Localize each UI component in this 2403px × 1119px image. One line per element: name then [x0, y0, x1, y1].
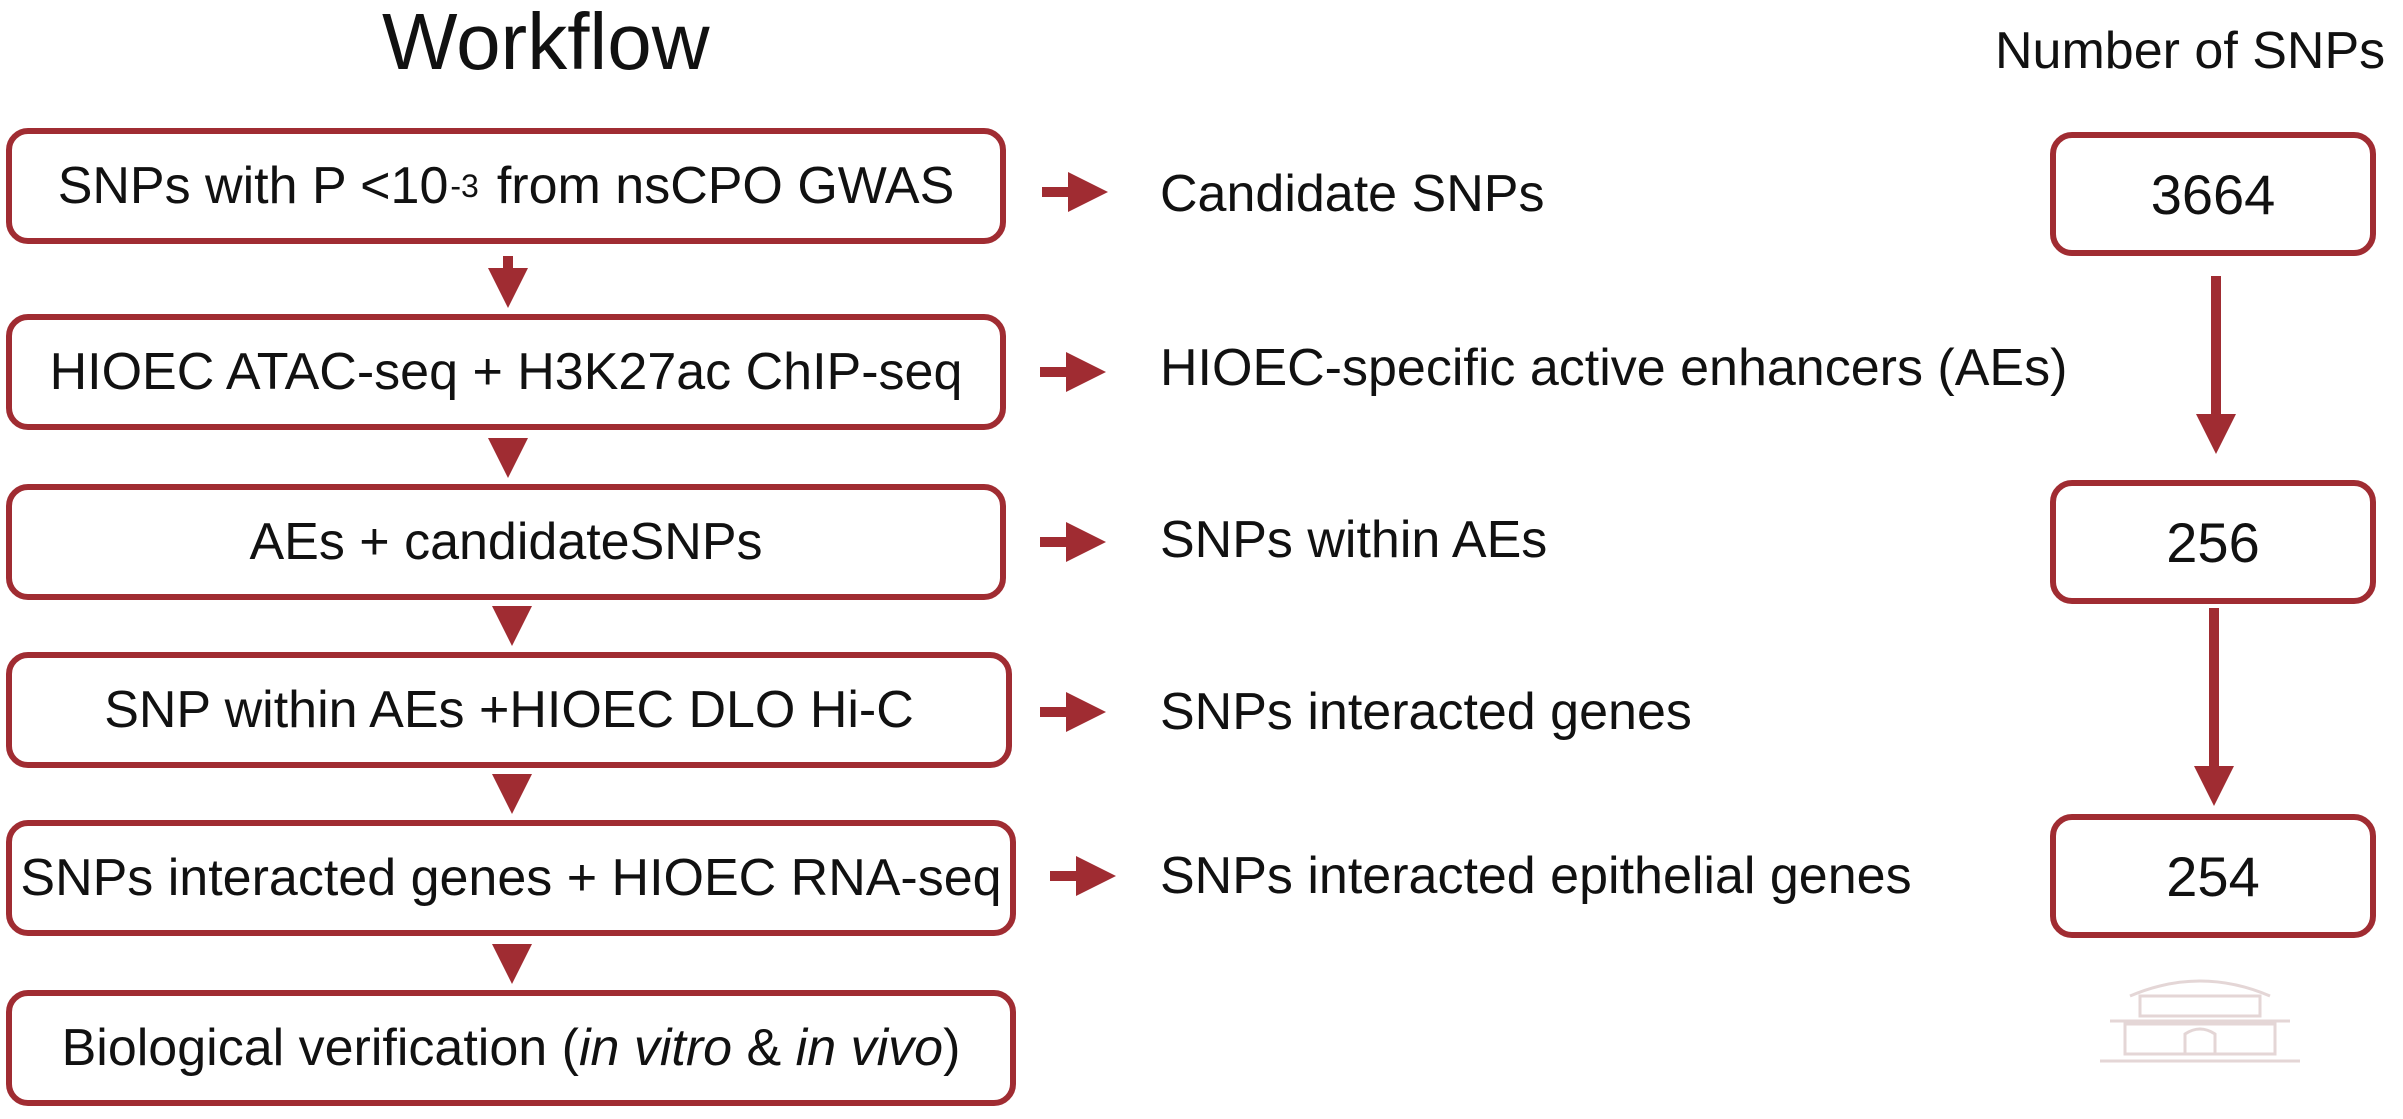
count-value-candidate: 3664 — [2150, 162, 2276, 226]
step-6-mid: & — [732, 1019, 796, 1077]
step-4-label: SNP within AEs +HIOEC DLO Hi-C — [104, 681, 914, 739]
step-6-in-vitro: in vitro — [578, 1019, 733, 1077]
count-header: Number of SNPs — [1995, 22, 2386, 80]
step-5-label: SNPs interacted genes + HIOEC RNA-seq — [20, 849, 1002, 907]
count-box-epithelial: 254 — [2050, 814, 2376, 938]
outcome-snps-within-aes: SNPs within AEs — [1160, 511, 1548, 569]
step-1-exponent: -3 — [450, 167, 479, 204]
step-2-label: HIOEC ATAC-seq + H3K27ac ChIP-seq — [49, 343, 963, 401]
outcome-candidate-snps: Candidate SNPs — [1160, 165, 1545, 223]
step-6-in-vivo: in vivo — [795, 1019, 944, 1077]
count-box-candidate: 3664 — [2050, 132, 2376, 256]
count-box-within-aes: 256 — [2050, 480, 2376, 604]
watermark-building-icon — [2100, 979, 2300, 1063]
step-3-label: AEs + candidateSNPs — [249, 513, 763, 571]
step-1-gwas: SNPs with P <10-3 from nsCPO GWAS — [6, 128, 1006, 244]
count-value-within-aes: 256 — [2166, 510, 2260, 574]
outcome-snps-epithelial-genes: SNPs interacted epithelial genes — [1160, 847, 1912, 905]
step-5-rnaseq: SNPs interacted genes + HIOEC RNA-seq — [6, 820, 1016, 936]
step-2-atac-chip: HIOEC ATAC-seq + H3K27ac ChIP-seq — [6, 314, 1006, 430]
step-6-verification: Biological verification (in vitro & in v… — [6, 990, 1016, 1106]
step-1-label-post: from nsCPO GWAS — [496, 157, 955, 215]
step-6-pre: Biological verification ( — [61, 1019, 579, 1077]
count-value-epithelial: 254 — [2166, 844, 2260, 908]
diagram-title: Workflow — [382, 0, 710, 86]
outcome-snps-interacted-genes: SNPs interacted genes — [1160, 683, 1692, 741]
step-6-post: ) — [943, 1019, 961, 1077]
outcome-active-enhancers: HIOEC-specific active enhancers (AEs) — [1160, 339, 2068, 397]
step-3-aes-candidates: AEs + candidateSNPs — [6, 484, 1006, 600]
step-1-label-pre: SNPs with P <10 — [57, 157, 449, 215]
step-4-hic: SNP within AEs +HIOEC DLO Hi-C — [6, 652, 1012, 768]
